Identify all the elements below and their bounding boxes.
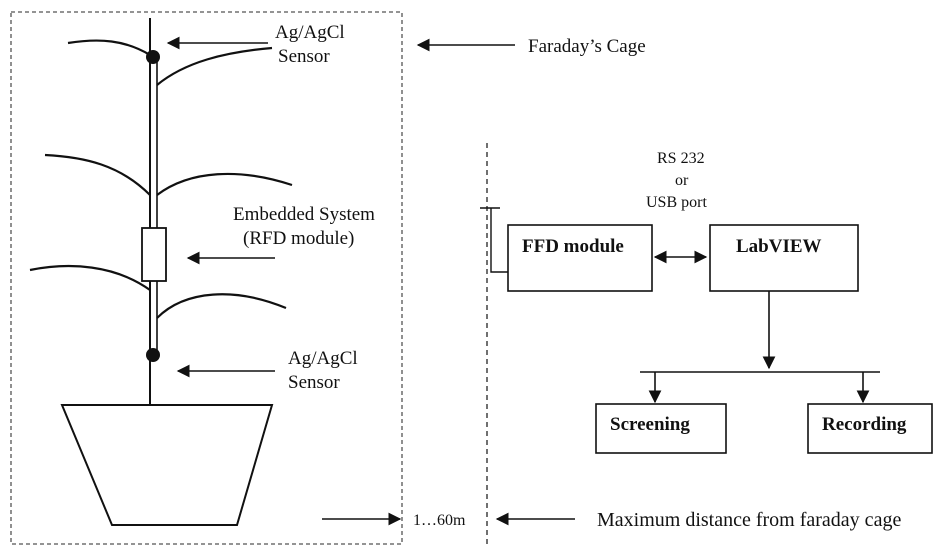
port-label-line1: RS 232 bbox=[657, 150, 705, 167]
ffd-module-label: FFD module bbox=[522, 236, 624, 257]
embedded-system-label-line2: (RFD module) bbox=[243, 228, 354, 249]
plant-stem bbox=[149, 18, 158, 406]
faraday-cage-label: Faraday’s Cage bbox=[528, 36, 646, 57]
labview-label: LabVIEW bbox=[736, 236, 822, 257]
distance-value-label: 1…60m bbox=[413, 512, 466, 529]
port-label-line2: or bbox=[675, 172, 689, 189]
ffd-module-box bbox=[507, 224, 653, 292]
ffd-antenna-bracket bbox=[480, 207, 508, 273]
recording-label: Recording bbox=[822, 414, 907, 435]
bottom-sensor-label-line1: Ag/AgCl bbox=[288, 348, 358, 369]
recording-box bbox=[807, 403, 933, 454]
plant-leaves bbox=[29, 39, 293, 319]
screening-box bbox=[595, 403, 727, 454]
top-sensor-label-line2: Sensor bbox=[278, 46, 330, 67]
labview-box bbox=[709, 224, 859, 292]
embedded-system-label-line1: Embedded System bbox=[233, 204, 375, 225]
bottom-sensor-dot bbox=[146, 348, 160, 362]
faraday-cage-boundary bbox=[10, 11, 403, 545]
plant-pot bbox=[60, 404, 274, 526]
top-sensor-label-line1: Ag/AgCl bbox=[275, 22, 345, 43]
bottom-sensor-label-line2: Sensor bbox=[288, 372, 340, 393]
screening-label: Screening bbox=[610, 414, 690, 435]
max-distance-label: Maximum distance from faraday cage bbox=[597, 509, 901, 531]
top-sensor-dot bbox=[146, 50, 160, 64]
port-label-line3: USB port bbox=[646, 194, 707, 211]
rfd-module-box bbox=[141, 227, 167, 282]
